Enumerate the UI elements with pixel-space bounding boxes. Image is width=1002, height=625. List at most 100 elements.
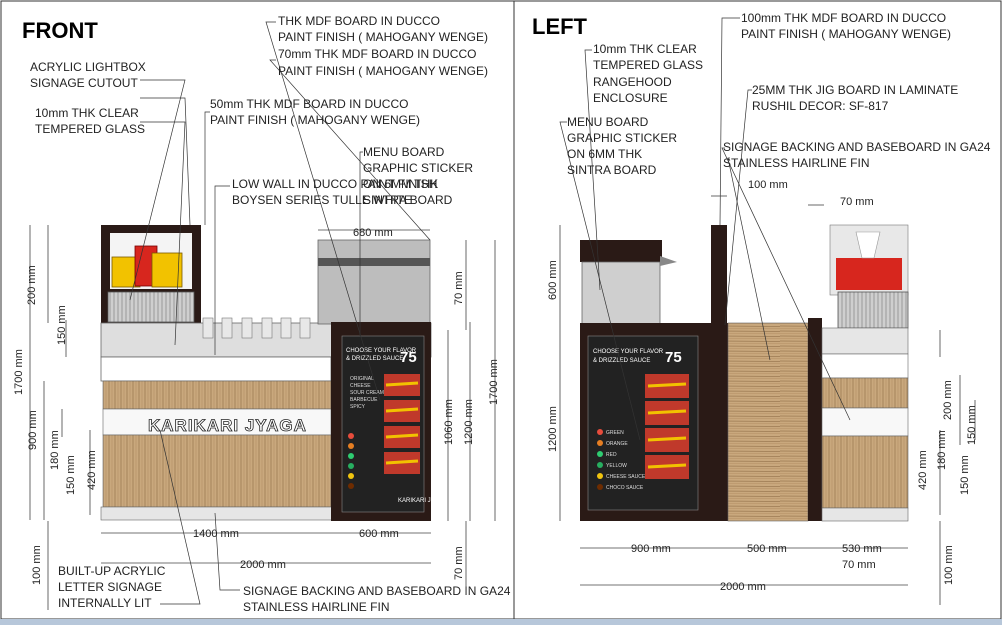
front-wood-panel — [102, 434, 332, 508]
svg-text:680 mm: 680 mm — [353, 227, 393, 239]
svg-text:25MM THK JIG BOARD IN LAMINATE: 25MM THK JIG BOARD IN LAMINATE — [752, 83, 958, 97]
svg-text:70 mm: 70 mm — [840, 196, 874, 208]
svg-text:420 mm: 420 mm — [86, 450, 98, 490]
left-jig-panel — [727, 322, 809, 522]
svg-text:SIGNAGE BACKING AND BASEBOARD: SIGNAGE BACKING AND BASEBOARD IN GA24 — [243, 584, 511, 598]
svg-text:BOYSEN SERIES TULLE WHITE: BOYSEN SERIES TULLE WHITE — [232, 193, 412, 207]
svg-text:BARBECUE: BARBECUE — [350, 397, 378, 403]
left-hood-top — [580, 240, 662, 262]
svg-text:100 mm: 100 mm — [31, 545, 43, 585]
front-baseboard — [100, 506, 334, 521]
svg-text:100 mm: 100 mm — [943, 545, 955, 585]
svg-text:STAINLESS HAIRLINE FIN: STAINLESS HAIRLINE FIN — [243, 600, 389, 614]
svg-text:CHEESE SAUCE: CHEESE SAUCE — [606, 474, 646, 480]
svg-text:YELLOW: YELLOW — [606, 463, 627, 469]
svg-text:TEMPERED GLASS: TEMPERED GLASS — [35, 122, 145, 136]
svg-text:150 mm: 150 mm — [65, 455, 77, 495]
svg-text:70 mm: 70 mm — [453, 546, 465, 580]
svg-text:600 mm: 600 mm — [359, 528, 399, 540]
svg-text:SIGNAGE CUTOUT: SIGNAGE CUTOUT — [30, 76, 138, 90]
front-rangehood — [317, 239, 431, 325]
svg-text:70 mm: 70 mm — [453, 271, 465, 305]
svg-text:KARIKARI JYAGA: KARIKARI JYAGA — [398, 498, 447, 504]
svg-text:420 mm: 420 mm — [917, 450, 929, 490]
svg-text:& DRIZZLED SAUCE: & DRIZZLED SAUCE — [593, 358, 650, 364]
svg-text:150 mm: 150 mm — [966, 405, 978, 445]
left-post — [711, 225, 727, 325]
svg-text:2000 mm: 2000 mm — [720, 581, 766, 593]
front-low-wall — [100, 356, 332, 382]
left-wenge-post — [808, 318, 822, 521]
svg-text:CHOOSE YOUR FLAVOR: CHOOSE YOUR FLAVOR — [346, 348, 417, 354]
svg-text:RED: RED — [606, 452, 617, 458]
svg-text:PAINT FINISH ( MAHOGANY WENGE): PAINT FINISH ( MAHOGANY WENGE) — [278, 30, 488, 44]
svg-text:150 mm: 150 mm — [959, 455, 971, 495]
svg-text:75: 75 — [400, 349, 417, 366]
svg-text:MENU BOARD: MENU BOARD — [363, 145, 445, 159]
svg-text:10mm THK CLEAR: 10mm THK CLEAR — [35, 106, 139, 120]
svg-text:1200 mm: 1200 mm — [547, 406, 559, 452]
svg-text:1700 mm: 1700 mm — [13, 349, 25, 395]
svg-text:70 mm: 70 mm — [842, 559, 876, 571]
svg-text:500 mm: 500 mm — [747, 543, 787, 555]
svg-text:75: 75 — [665, 349, 682, 366]
svg-text:GRAPHIC STICKER: GRAPHIC STICKER — [363, 161, 473, 175]
front-elevation: FRONT KARIKARI JYAGA CHOOSE YOUR FLAVOR — [13, 14, 511, 614]
svg-text:CHOCO SAUCE: CHOCO SAUCE — [606, 485, 644, 491]
svg-text:PAINT FINISH ( MAHOGANY WENGE): PAINT FINISH ( MAHOGANY WENGE) — [741, 27, 951, 41]
svg-text:SINTRA BOARD: SINTRA BOARD — [363, 193, 453, 207]
svg-text:ON 6MM THK: ON 6MM THK — [363, 177, 438, 191]
svg-text:ORIGINAL: ORIGINAL — [350, 376, 374, 382]
svg-text:LOW WALL IN DUCCO PAINT FINISH: LOW WALL IN DUCCO PAINT FINISH — [232, 177, 437, 191]
svg-text:SINTRA BOARD: SINTRA BOARD — [567, 163, 657, 177]
svg-text:1700 mm: 1700 mm — [488, 359, 500, 405]
svg-text:180 mm: 180 mm — [936, 430, 948, 470]
svg-text:& DRIZZLED SAUCE: & DRIZZLED SAUCE — [346, 356, 403, 362]
svg-text:10mm THK CLEAR: 10mm THK CLEAR — [593, 42, 697, 56]
svg-text:LETTER SIGNAGE: LETTER SIGNAGE — [58, 580, 162, 594]
svg-text:RANGEHOOD: RANGEHOOD — [593, 75, 672, 89]
svg-text:ENCLOSURE: ENCLOSURE — [593, 91, 668, 105]
svg-text:THK MDF BOARD IN DUCCO: THK MDF BOARD IN DUCCO — [278, 14, 440, 28]
svg-text:GREEN: GREEN — [606, 430, 624, 436]
bottom-band — [0, 619, 1002, 625]
svg-text:2000 mm: 2000 mm — [240, 559, 286, 571]
svg-text:BUILT-UP ACRYLIC: BUILT-UP ACRYLIC — [58, 564, 166, 578]
left-rangehood — [581, 261, 661, 325]
front-sign-strip — [102, 408, 332, 436]
svg-text:INTERNALLY LIT: INTERNALLY LIT — [58, 596, 152, 610]
svg-text:PAINT FINISH ( MAHOGANY WENGE): PAINT FINISH ( MAHOGANY WENGE) — [210, 113, 420, 127]
left-title: LEFT — [532, 14, 588, 39]
svg-text:900 mm: 900 mm — [631, 543, 671, 555]
left-elevation: LEFT CHOOSE YOUR FLAVOR & DRIZZLED SAUCE… — [532, 11, 991, 605]
front-chiller — [107, 291, 195, 323]
svg-text:PAINT FINISH ( MAHOGANY WENGE): PAINT FINISH ( MAHOGANY WENGE) — [278, 64, 488, 78]
svg-text:CHEESE: CHEESE — [350, 383, 371, 389]
svg-text:150 mm: 150 mm — [56, 305, 68, 345]
svg-text:SPICY: SPICY — [350, 404, 366, 410]
front-title: FRONT — [22, 18, 98, 43]
svg-text:100mm THK MDF BOARD IN DUCCO: 100mm THK MDF BOARD IN DUCCO — [741, 11, 946, 25]
svg-text:1060 mm: 1060 mm — [443, 399, 455, 445]
svg-text:50mm THK MDF BOARD IN DUCCO: 50mm THK MDF BOARD IN DUCCO — [210, 97, 408, 111]
svg-text:200 mm: 200 mm — [942, 380, 954, 420]
svg-text:MENU BOARD: MENU BOARD — [567, 115, 649, 129]
front-menu-board — [341, 335, 425, 513]
svg-text:1200 mm: 1200 mm — [463, 399, 475, 445]
svg-text:70mm THK MDF BOARD IN DUCCO: 70mm THK MDF BOARD IN DUCCO — [278, 47, 476, 61]
front-acrylic-sign: KARIKARI JYAGA — [148, 416, 307, 435]
svg-text:SOUR CREAM: SOUR CREAM — [350, 390, 384, 396]
svg-text:GRAPHIC STICKER: GRAPHIC STICKER — [567, 131, 677, 145]
svg-text:ORANGE: ORANGE — [606, 441, 628, 447]
svg-text:RUSHIL DECOR: SF-817: RUSHIL DECOR: SF-817 — [752, 99, 889, 113]
svg-text:TEMPERED GLASS: TEMPERED GLASS — [593, 58, 703, 72]
svg-text:180 mm: 180 mm — [49, 430, 61, 470]
svg-text:600 mm: 600 mm — [547, 260, 559, 300]
svg-text:STAINLESS HAIRLINE FIN: STAINLESS HAIRLINE FIN — [723, 156, 869, 170]
svg-text:CHOOSE YOUR FLAVOR: CHOOSE YOUR FLAVOR — [593, 349, 664, 355]
svg-text:530 mm: 530 mm — [842, 543, 882, 555]
svg-text:1400 mm: 1400 mm — [193, 528, 239, 540]
svg-text:100 mm: 100 mm — [748, 179, 788, 191]
svg-text:ACRYLIC LIGHTBOX: ACRYLIC LIGHTBOX — [30, 60, 146, 74]
